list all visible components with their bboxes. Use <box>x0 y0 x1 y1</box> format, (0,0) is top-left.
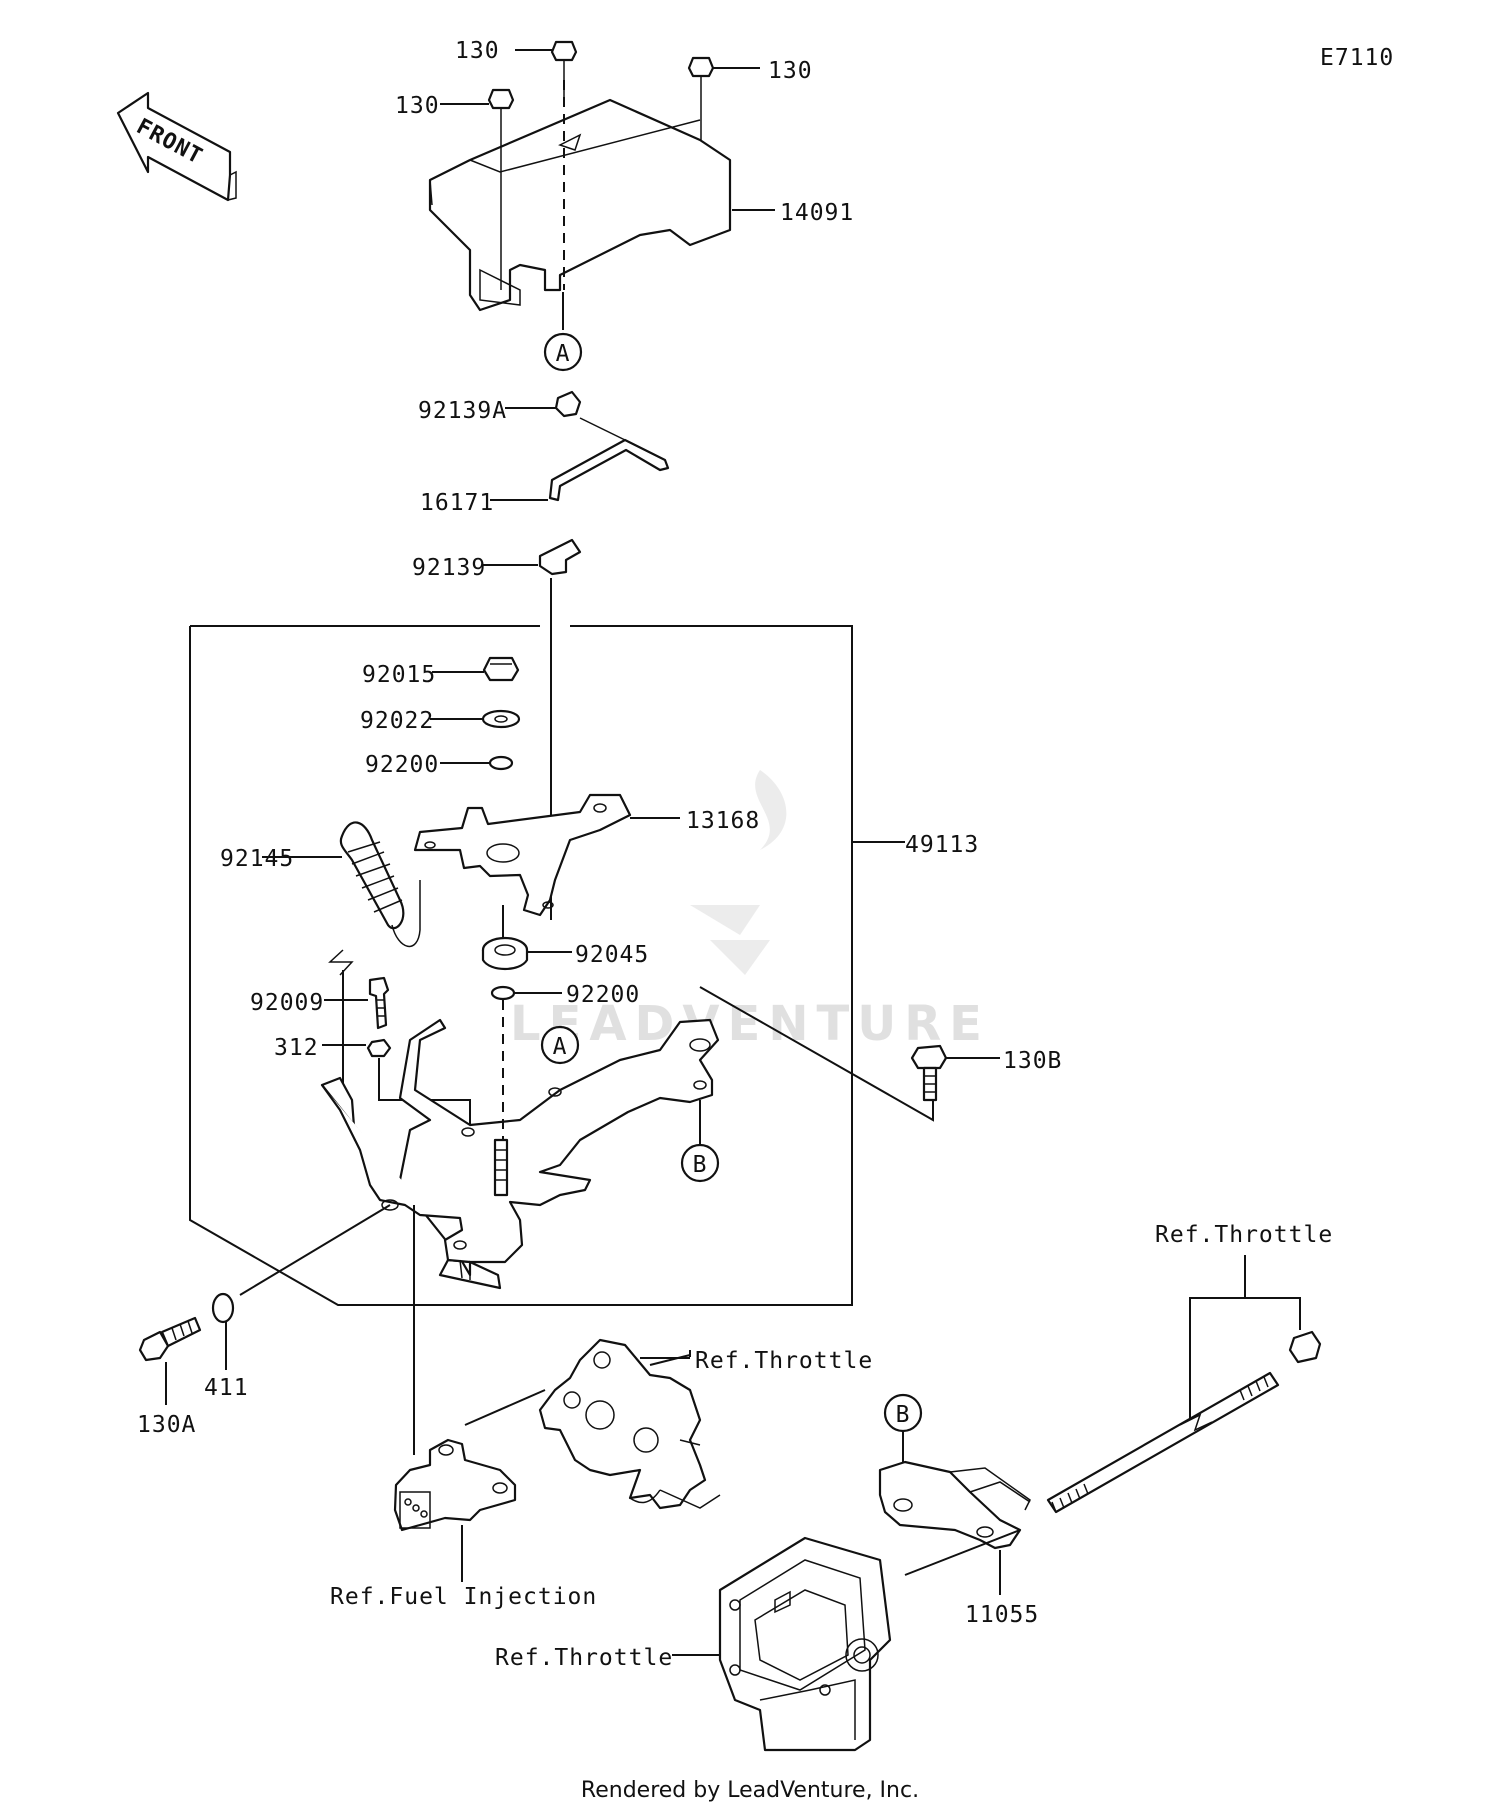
assembly-frame-49113 <box>189 625 905 1306</box>
bolt-92009 <box>368 976 390 1030</box>
clamp-92139 <box>538 538 582 576</box>
lever-13168 <box>413 793 632 917</box>
front-arrow-icon: FRONT <box>116 91 237 202</box>
part-label-92200-lower: 92200 <box>566 982 640 1008</box>
svg-text:A: A <box>553 1034 568 1060</box>
long-stud <box>1046 1371 1280 1514</box>
footer-credit: Rendered by LeadVenture, Inc. <box>581 1778 919 1803</box>
clamp-92139A <box>554 390 582 418</box>
bolt-130-top <box>550 40 578 100</box>
part-label-92139: 92139 <box>412 555 486 581</box>
callout-b-mid: B <box>680 1143 720 1183</box>
svg-text:A: A <box>556 341 571 367</box>
washer-92200-upper <box>488 755 514 771</box>
part-label-411: 411 <box>204 1375 249 1401</box>
svg-text:B: B <box>896 1402 911 1428</box>
mounting-bracket <box>320 1018 720 1290</box>
ref-label-throttle-upper-right: Ref.Throttle <box>1155 1222 1333 1248</box>
bolt-130A <box>138 1316 202 1362</box>
leadventure-watermark: LEADVENTURE <box>510 770 990 1052</box>
washer-92022 <box>481 709 521 729</box>
throttle-body-lower <box>718 1536 892 1752</box>
bolt-130-left <box>487 88 515 290</box>
part-label-130-top: 130 <box>455 38 500 64</box>
part-label-92009: 92009 <box>250 990 324 1016</box>
part-label-92200-upper: 92200 <box>365 752 439 778</box>
callout-a-top: A <box>543 332 583 372</box>
part-label-14091: 14091 <box>780 200 854 226</box>
ref-label-throttle-lower: Ref.Throttle <box>495 1645 673 1671</box>
part-label-92145: 92145 <box>220 846 294 872</box>
part-label-130-left: 130 <box>395 93 440 119</box>
washer-411 <box>211 1292 235 1324</box>
part-label-130B: 130B <box>1003 1048 1062 1074</box>
washer-92200-lower <box>490 985 516 1001</box>
ref-label-fuel-injection: Ref.Fuel Injection <box>330 1584 597 1610</box>
cover-14091 <box>428 98 732 312</box>
part-label-130-right: 130 <box>768 58 813 84</box>
callout-b-lower: B <box>883 1393 923 1433</box>
stud <box>493 1138 509 1197</box>
map-sensor <box>393 1438 517 1532</box>
bushing-92045 <box>481 936 529 971</box>
watermark-text: LEADVENTURE <box>510 996 990 1052</box>
diagram-code: E7110 <box>1320 45 1394 71</box>
part-label-13168: 13168 <box>686 808 760 834</box>
part-label-11055: 11055 <box>965 1602 1039 1628</box>
nut-ref-throttle <box>1288 1330 1322 1364</box>
part-label-92045: 92045 <box>575 942 649 968</box>
part-label-92022: 92022 <box>360 708 434 734</box>
part-label-92139A: 92139A <box>418 398 507 424</box>
ref-label-throttle-body: Ref.Throttle <box>695 1348 873 1374</box>
part-label-92015: 92015 <box>362 662 436 688</box>
throttle-body-upper <box>538 1338 721 1510</box>
bracket-11055 <box>878 1460 1031 1550</box>
bolt-130-right <box>687 56 715 140</box>
part-label-49113: 49113 <box>905 832 979 858</box>
part-label-312: 312 <box>274 1035 319 1061</box>
nut-312 <box>366 1038 392 1058</box>
nut-92015 <box>482 656 520 682</box>
bolt-130B <box>910 1044 948 1102</box>
callout-a-mid: A <box>540 1025 580 1065</box>
spring-92145 <box>339 821 421 948</box>
part-label-16171: 16171 <box>420 490 494 516</box>
part-label-130A: 130A <box>137 1412 196 1438</box>
rod-16171 <box>548 417 670 502</box>
svg-text:B: B <box>693 1152 708 1178</box>
